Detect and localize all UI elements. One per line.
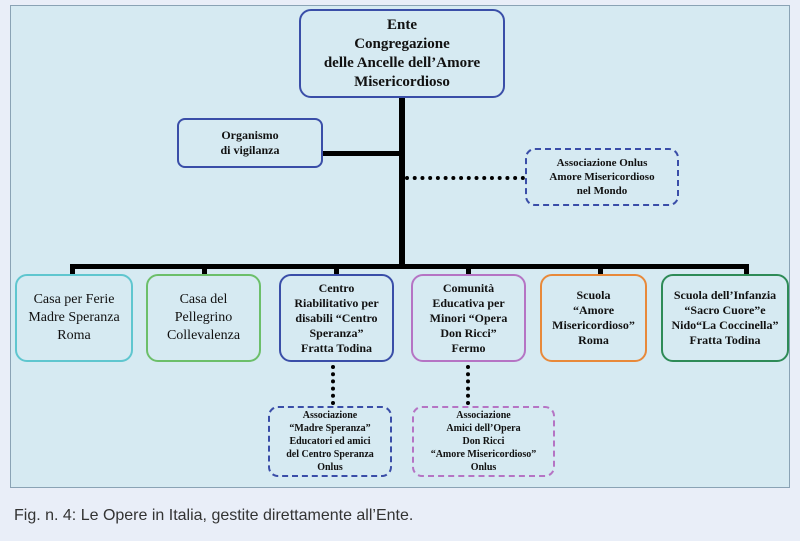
vigilance-node: Organismo di vigilanza	[177, 118, 323, 168]
work-node-5: Scuola “Amore Misericordioso” Roma	[540, 274, 647, 362]
association-dotted-connector-2	[466, 365, 470, 405]
vigilance-connector	[322, 151, 402, 156]
onlus-dotted-connector	[405, 176, 525, 180]
vigilance-label: Organismo di vigilanza	[220, 128, 280, 157]
drop-line-4	[466, 264, 471, 275]
work-node-6: Scuola dell’Infanzia “Sacro Cuore”e Nido…	[661, 274, 789, 362]
root-node: Ente Congregazione delle Ancelle dell’Am…	[299, 9, 505, 98]
onlus-world-node: Associazione Onlus Amore Misericordioso …	[525, 148, 679, 206]
association-label-1: Associazione “Madre Speranza” Educatori …	[286, 410, 374, 473]
work-node-4: Comunità Educativa per Minori “Opera Don…	[411, 274, 526, 362]
association-node-2: Associazione Amici dell’Opera Don Ricci …	[412, 406, 555, 477]
work-node-2: Casa del Pellegrino Collevalenza	[146, 274, 261, 362]
drop-line-3	[334, 264, 339, 275]
work-label-1: Casa per Ferie Madre Speranza Roma	[28, 292, 120, 343]
drop-line-5	[598, 264, 603, 275]
drop-line-1	[70, 264, 75, 275]
drop-line-2	[202, 264, 207, 275]
association-dotted-connector-1	[331, 365, 335, 405]
work-label-5: Scuola “Amore Misericordioso” Roma	[552, 288, 635, 347]
figure-caption: Fig. n. 4: Le Opere in Italia, gestite d…	[14, 507, 414, 524]
root-label: Ente Congregazione delle Ancelle dell’Am…	[323, 16, 481, 90]
association-label-2: Associazione Amici dell’Opera Don Ricci …	[430, 410, 537, 473]
work-label-3: Centro Riabilitativo per disabili “Centr…	[294, 280, 379, 355]
work-label-4: Comunità Educativa per Minori “Opera Don…	[429, 280, 508, 355]
onlus-world-label: Associazione Onlus Amore Misericordioso …	[549, 157, 655, 197]
works-bus-line	[71, 264, 749, 269]
work-node-1: Casa per Ferie Madre Speranza Roma	[15, 274, 133, 362]
work-label-2: Casa del Pellegrino Collevalenza	[166, 292, 241, 343]
diagram-panel: Ente Congregazione delle Ancelle dell’Am…	[10, 5, 790, 488]
trunk-line	[399, 97, 405, 269]
drop-line-6	[744, 264, 749, 275]
work-label-6: Scuola dell’Infanzia “Sacro Cuore”e Nido…	[671, 288, 779, 347]
work-node-3: Centro Riabilitativo per disabili “Centr…	[279, 274, 394, 362]
association-node-1: Associazione “Madre Speranza” Educatori …	[268, 406, 392, 477]
